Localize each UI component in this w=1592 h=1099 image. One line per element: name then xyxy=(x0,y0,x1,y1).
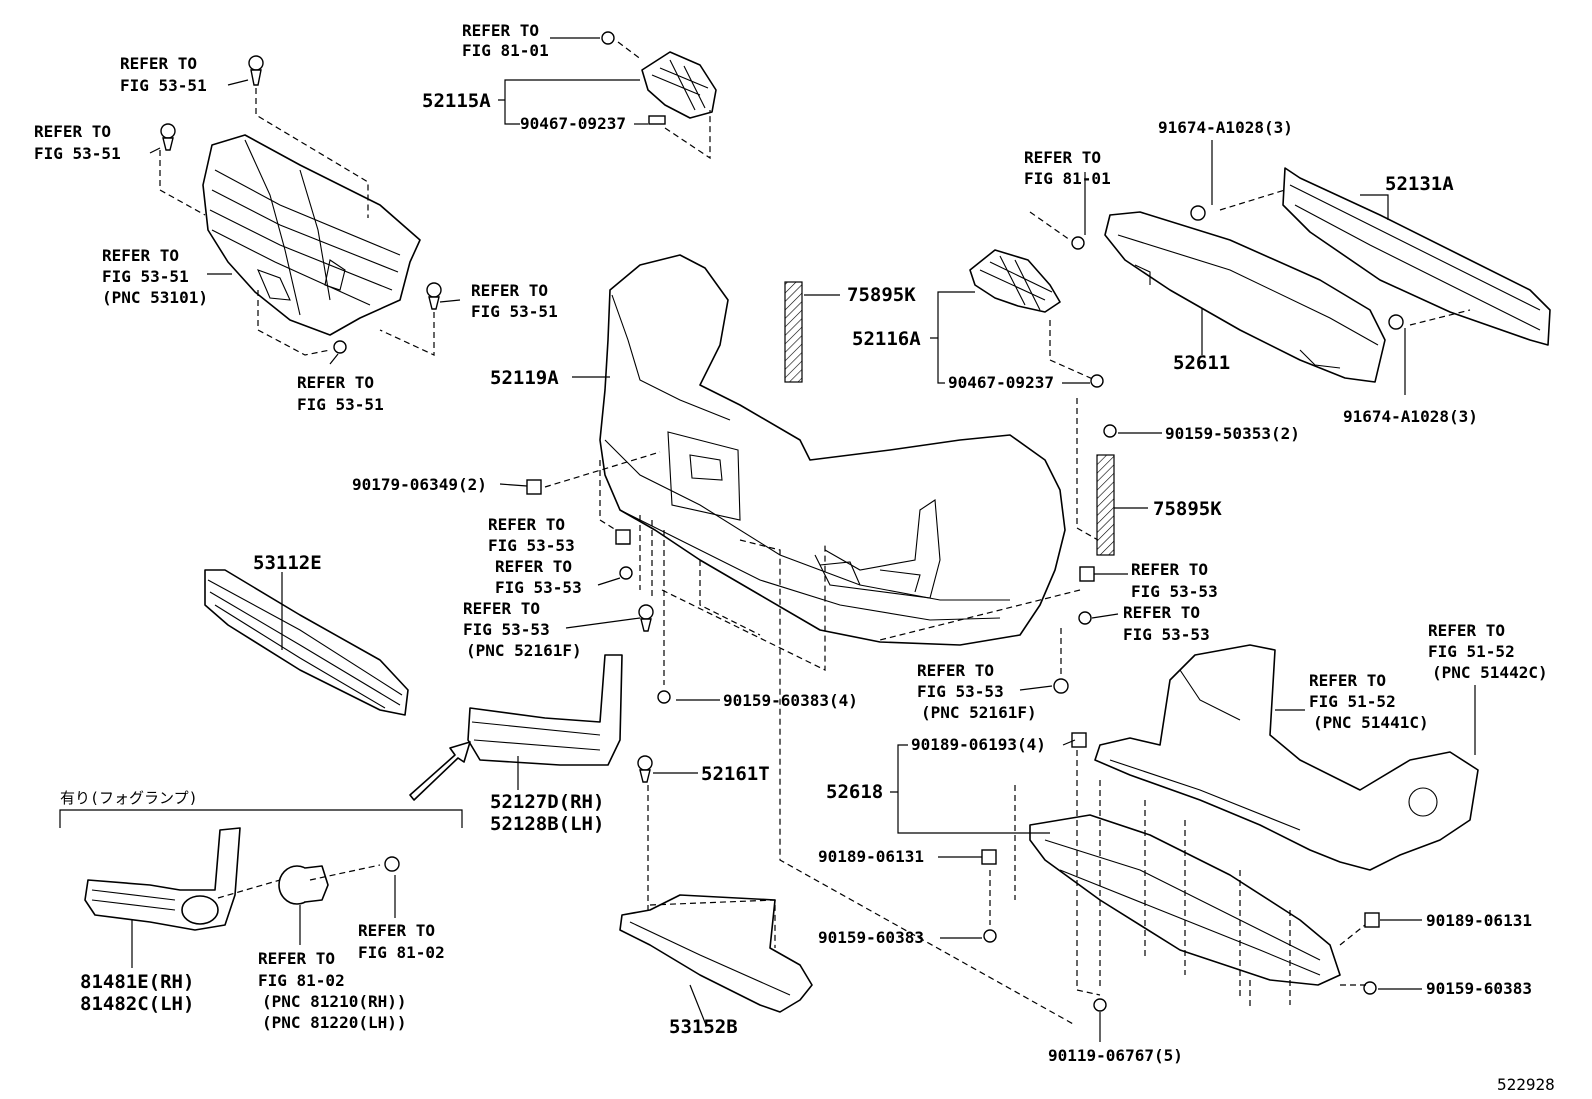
ref-label: REFER TO xyxy=(297,373,374,392)
ref-label: REFER TO xyxy=(120,54,197,73)
part-number: 90159-60383(4) xyxy=(723,691,858,710)
ref-label: REFER TO xyxy=(258,949,335,968)
ref-pnc: (PNC 81210(RH)) xyxy=(262,992,407,1011)
ref-label: REFER TO xyxy=(463,599,540,618)
part-number: 90189-06131 xyxy=(1426,911,1532,930)
radiator-grille-upper xyxy=(202,134,421,336)
ref-figure: FIG 53-51 xyxy=(471,302,558,321)
leader-lines xyxy=(59,37,1476,1042)
grille-insert-lower xyxy=(1096,454,1115,556)
direction-arrow-icon xyxy=(409,741,471,801)
fog-lamp xyxy=(278,865,329,905)
fog-lamp-note: 有り(フォグランプ) xyxy=(60,789,198,807)
part-number: 52618 xyxy=(826,781,883,803)
ref-pnc: (PNC 51441C) xyxy=(1313,713,1429,732)
fog-lamp-cover xyxy=(84,827,241,931)
part-number: 52116A xyxy=(852,328,921,350)
ref-figure: FIG 53-51 xyxy=(102,267,189,286)
part-number: 53112E xyxy=(253,552,322,574)
ref-figure: FIG 53-53 xyxy=(463,620,550,639)
part-number: 90159-60383 xyxy=(1426,979,1532,998)
ref-label: REFER TO xyxy=(358,921,435,940)
part-number: 81481E(RH) xyxy=(80,971,194,993)
ref-pnc: (PNC 53101) xyxy=(102,288,208,307)
part-number: 90179-06349(2) xyxy=(352,475,487,494)
ref-label: REFER TO xyxy=(1131,560,1208,579)
ref-label: REFER TO xyxy=(462,21,539,40)
ref-figure: FIG 81-02 xyxy=(258,971,345,990)
part-number: 90467-09237 xyxy=(520,114,626,133)
reference-labels: REFER TO FIG 81-01 REFER TO FIG 53-51 RE… xyxy=(34,21,1548,1032)
ref-figure: FIG 81-01 xyxy=(462,41,549,60)
ref-pnc: (PNC 51442C) xyxy=(1432,663,1548,682)
bumper-garnish xyxy=(467,654,623,766)
fasteners xyxy=(160,31,1404,1012)
part-number: 90189-06193(4) xyxy=(911,735,1046,754)
part-number: 52115A xyxy=(422,90,491,112)
ref-pnc: (PNC 52161F) xyxy=(921,703,1037,722)
ref-figure: FIG 53-53 xyxy=(1123,625,1210,644)
ref-pnc: (PNC 81220(LH)) xyxy=(262,1013,407,1032)
part-number: 52127D(RH) xyxy=(490,791,604,813)
part-number: 90189-06131 xyxy=(818,847,924,866)
part-number: 81482C(LH) xyxy=(80,993,194,1015)
ref-label: REFER TO xyxy=(1123,603,1200,622)
ref-label: REFER TO xyxy=(488,515,565,534)
part-number: 91674-A1028(3) xyxy=(1158,118,1293,137)
part-number: 53152B xyxy=(669,1016,738,1038)
ref-figure: FIG 53-53 xyxy=(488,536,575,555)
part-number: 52131A xyxy=(1385,173,1454,195)
fender-liner xyxy=(1094,644,1479,871)
ref-figure: FIG 53-51 xyxy=(120,76,207,95)
ref-label: REFER TO xyxy=(1428,621,1505,640)
part-number: 75895K xyxy=(1153,498,1222,520)
part-number: 90467-09237 xyxy=(948,373,1054,392)
energy-absorber xyxy=(1104,211,1386,383)
ref-label: REFER TO xyxy=(102,246,179,265)
ref-label: REFER TO xyxy=(34,122,111,141)
part-number: 52119A xyxy=(490,367,559,389)
ref-figure: FIG 51-52 xyxy=(1428,642,1515,661)
assembly-guide-lines xyxy=(159,41,1471,1026)
retainer-bracket-upper xyxy=(641,51,717,119)
ref-figure: FIG 81-01 xyxy=(1024,169,1111,188)
ref-pnc: (PNC 52161F) xyxy=(466,641,582,660)
part-number: 52611 xyxy=(1173,352,1230,374)
diagram-id: 522928 xyxy=(1497,1075,1555,1094)
ref-figure: FIG 53-53 xyxy=(917,682,1004,701)
part-number: 91674-A1028(3) xyxy=(1343,407,1478,426)
ref-label: REFER TO xyxy=(495,557,572,576)
grille-insert-upper xyxy=(784,281,803,383)
part-number: 90159-60383 xyxy=(818,928,924,947)
ref-label: REFER TO xyxy=(1309,671,1386,690)
ref-label: REFER TO xyxy=(1024,148,1101,167)
ref-figure: FIG 53-51 xyxy=(297,395,384,414)
ref-figure: FIG 81-02 xyxy=(358,943,445,962)
part-number-labels: 52115A 90467-09237 52119A 75895K 52116A … xyxy=(80,90,1532,1065)
ref-label: REFER TO xyxy=(917,661,994,680)
part-number: 90119-06767(5) xyxy=(1048,1046,1183,1065)
part-number: 52128B(LH) xyxy=(490,813,604,835)
ref-figure: FIG 53-51 xyxy=(34,144,121,163)
lower-center-cover xyxy=(619,894,813,1013)
retainer-bracket-side xyxy=(969,249,1061,313)
part-number: 52161T xyxy=(701,763,770,785)
ref-figure: FIG 51-52 xyxy=(1309,692,1396,711)
part-number: 90159-50353(2) xyxy=(1165,424,1300,443)
ref-figure: FIG 53-53 xyxy=(1131,582,1218,601)
part-number: 75895K xyxy=(847,284,916,306)
front-bumper-cover xyxy=(599,254,1066,646)
lower-grille xyxy=(204,569,409,716)
bumper-reinforcement xyxy=(1282,167,1551,346)
ref-figure: FIG 53-53 xyxy=(495,578,582,597)
ref-label: REFER TO xyxy=(471,281,548,300)
